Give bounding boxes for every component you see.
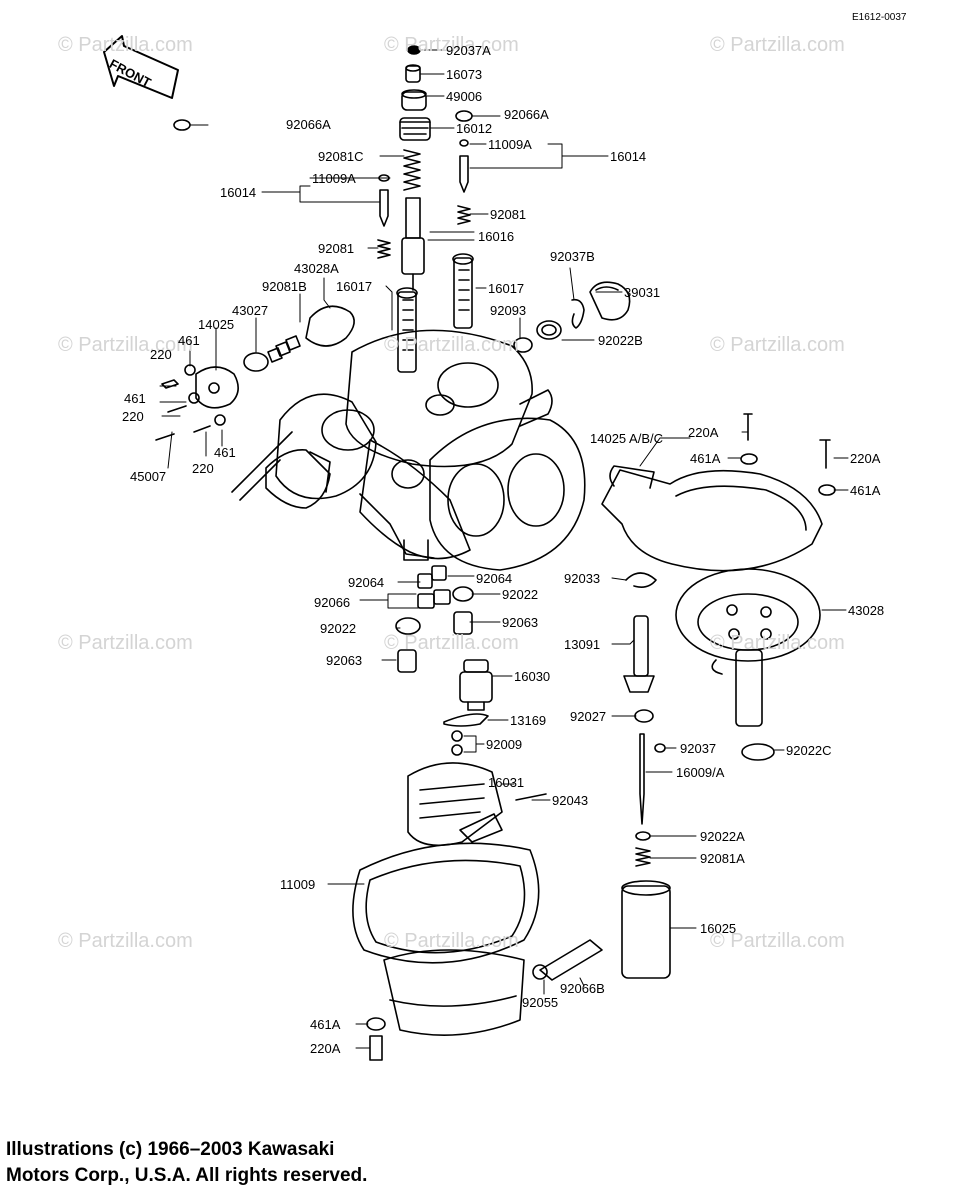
part-callout: 16014 xyxy=(610,149,647,164)
part-callout: 14025 xyxy=(198,317,235,332)
part-callout: 14025 A/B/C xyxy=(590,431,663,446)
watermark: © Partzilla.com xyxy=(58,34,193,56)
part-callout: 220A xyxy=(310,1041,341,1056)
part-callout: 220 xyxy=(122,409,144,424)
part-callout: 92081 xyxy=(318,241,355,256)
part-callout: 92055 xyxy=(522,995,559,1010)
part-callout: 461 xyxy=(214,445,236,460)
part-callout: 16009/A xyxy=(676,765,725,780)
part-callout: 92027 xyxy=(570,709,607,724)
watermark: © Partzilla.com xyxy=(384,930,519,952)
part-callout: 220A xyxy=(688,425,719,440)
part-callout: 92033 xyxy=(564,571,601,586)
copyright-line-1: Illustrations (c) 1966–2003 Kawasaki xyxy=(6,1139,335,1160)
part-callout: 92037 xyxy=(680,741,717,756)
part-callout: 16017 xyxy=(336,279,373,294)
part-callout: 461A xyxy=(310,1017,341,1032)
part-callout: 92022A xyxy=(700,829,745,844)
part-callout: 39031 xyxy=(624,285,661,300)
part-callout: 16025 xyxy=(700,921,737,936)
part-callout: 92037B xyxy=(550,249,595,264)
part-callout: 220A xyxy=(850,451,881,466)
part-callout: 92022 xyxy=(502,587,539,602)
front-arrow-icon xyxy=(103,35,179,99)
part-callout: 220 xyxy=(150,347,172,362)
part-callout: 49006 xyxy=(446,89,483,104)
accelerator-pump-parts xyxy=(155,305,355,441)
part-callout: 92022B xyxy=(598,333,643,348)
part-callout: 92093 xyxy=(490,303,527,318)
part-callout: 43028 xyxy=(848,603,885,618)
part-callout: 92081B xyxy=(262,279,307,294)
part-callout: 92081C xyxy=(318,149,364,164)
part-callout: 92009 xyxy=(486,737,523,752)
part-callout: 92043 xyxy=(552,793,589,808)
part-callout: 92066A xyxy=(286,117,331,132)
part-callout: 16031 xyxy=(488,775,525,790)
watermark: © Partzilla.com xyxy=(384,334,519,356)
float-bowl-assembly xyxy=(352,762,603,1061)
watermark: © Partzilla.com xyxy=(710,632,845,654)
watermark: © Partzilla.com xyxy=(384,34,519,56)
carburetor-body xyxy=(231,329,586,571)
vacuum-piston-parts xyxy=(601,413,836,979)
part-callout: 220 xyxy=(192,461,214,476)
part-callout: 13169 xyxy=(510,713,547,728)
part-callout: 461A xyxy=(850,483,881,498)
part-callout: 92066 xyxy=(314,595,351,610)
choke-plunger-parts xyxy=(513,281,631,353)
part-callout: 45007 xyxy=(130,469,167,484)
part-callout: 16030 xyxy=(514,669,551,684)
watermark: © Partzilla.com xyxy=(710,34,845,56)
copyright-line-2: Motors Corp., U.S.A. All rights reserved… xyxy=(6,1165,368,1186)
part-callout: 92081A xyxy=(700,851,745,866)
part-callout: 16016 xyxy=(478,229,515,244)
part-callout: 11009A xyxy=(312,171,356,186)
watermark: © Partzilla.com xyxy=(710,930,845,952)
part-callout: 92022 xyxy=(320,621,357,636)
part-callout: 461 xyxy=(178,333,200,348)
part-callout: 43028A xyxy=(294,261,339,276)
part-callout: 92066B xyxy=(560,981,605,996)
part-callout: 92064 xyxy=(348,575,385,590)
part-callout: 92063 xyxy=(502,615,539,630)
diagram-code: E1612-0037 xyxy=(852,12,907,23)
watermark: © Partzilla.com xyxy=(710,334,845,356)
callout-leaders xyxy=(159,49,849,1049)
part-callout: 16014 xyxy=(220,185,257,200)
part-callout: 92037A xyxy=(446,43,491,58)
part-callout: 92066A xyxy=(504,107,549,122)
watermark: © Partzilla.com xyxy=(58,930,193,952)
part-callout: 92064 xyxy=(476,571,513,586)
part-callout: 11009A xyxy=(488,137,532,152)
part-callout: 16017 xyxy=(488,281,525,296)
watermark: © Partzilla.com xyxy=(58,334,193,356)
part-callout: 92063 xyxy=(326,653,363,668)
part-callout: 92081 xyxy=(490,207,527,222)
part-callout: 13091 xyxy=(564,637,601,652)
part-callout: 11009 xyxy=(280,877,316,892)
part-callout: 43027 xyxy=(232,303,269,318)
part-callout: 16012 xyxy=(456,121,493,136)
part-callout: 92022C xyxy=(786,743,832,758)
part-callout: 461A xyxy=(690,451,721,466)
watermark: © Partzilla.com xyxy=(58,632,193,654)
part-callout: 16073 xyxy=(446,67,483,82)
jet-parts xyxy=(395,565,493,756)
part-callout: 461 xyxy=(124,391,146,406)
watermark: © Partzilla.com xyxy=(384,632,519,654)
